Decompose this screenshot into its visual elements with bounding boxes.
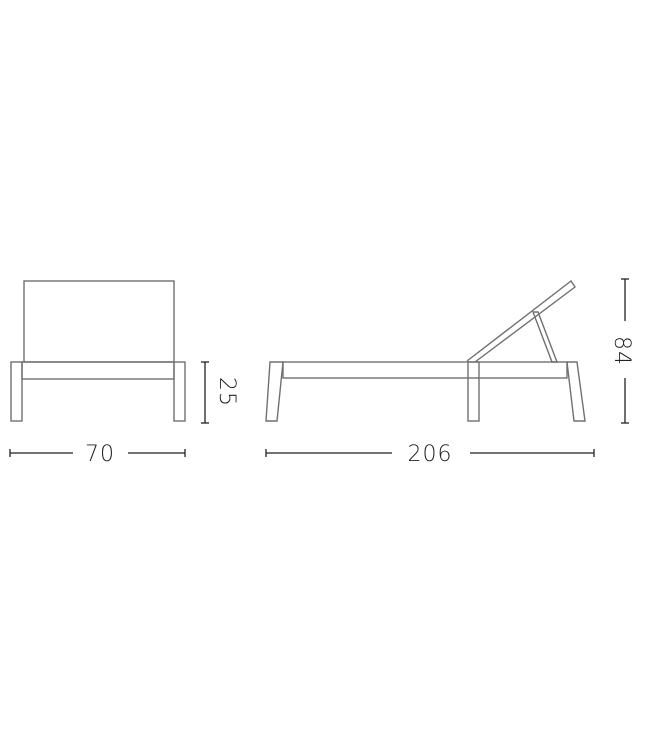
width-label: 70 xyxy=(85,442,115,467)
length-label: 206 xyxy=(408,442,453,467)
side-seat-frame xyxy=(282,361,568,379)
front-left-leg xyxy=(10,361,23,422)
front-seat-frame xyxy=(21,361,175,380)
seat-height-dimension: 25 xyxy=(201,361,239,424)
side-right-leg xyxy=(566,361,586,422)
side-backrest xyxy=(466,279,576,363)
side-view xyxy=(265,279,586,422)
length-dimension: 206 xyxy=(265,442,595,467)
seat-height-label: 25 xyxy=(214,377,239,407)
front-view xyxy=(10,280,186,422)
width-dimension: 70 xyxy=(9,442,186,467)
side-left-leg xyxy=(265,361,284,422)
side-backrest-strut xyxy=(531,311,559,363)
side-middle-leg xyxy=(467,361,480,422)
front-backrest xyxy=(23,280,175,363)
height-dimension: 84 xyxy=(609,278,634,424)
height-label: 84 xyxy=(609,336,634,366)
front-right-leg xyxy=(173,361,186,422)
